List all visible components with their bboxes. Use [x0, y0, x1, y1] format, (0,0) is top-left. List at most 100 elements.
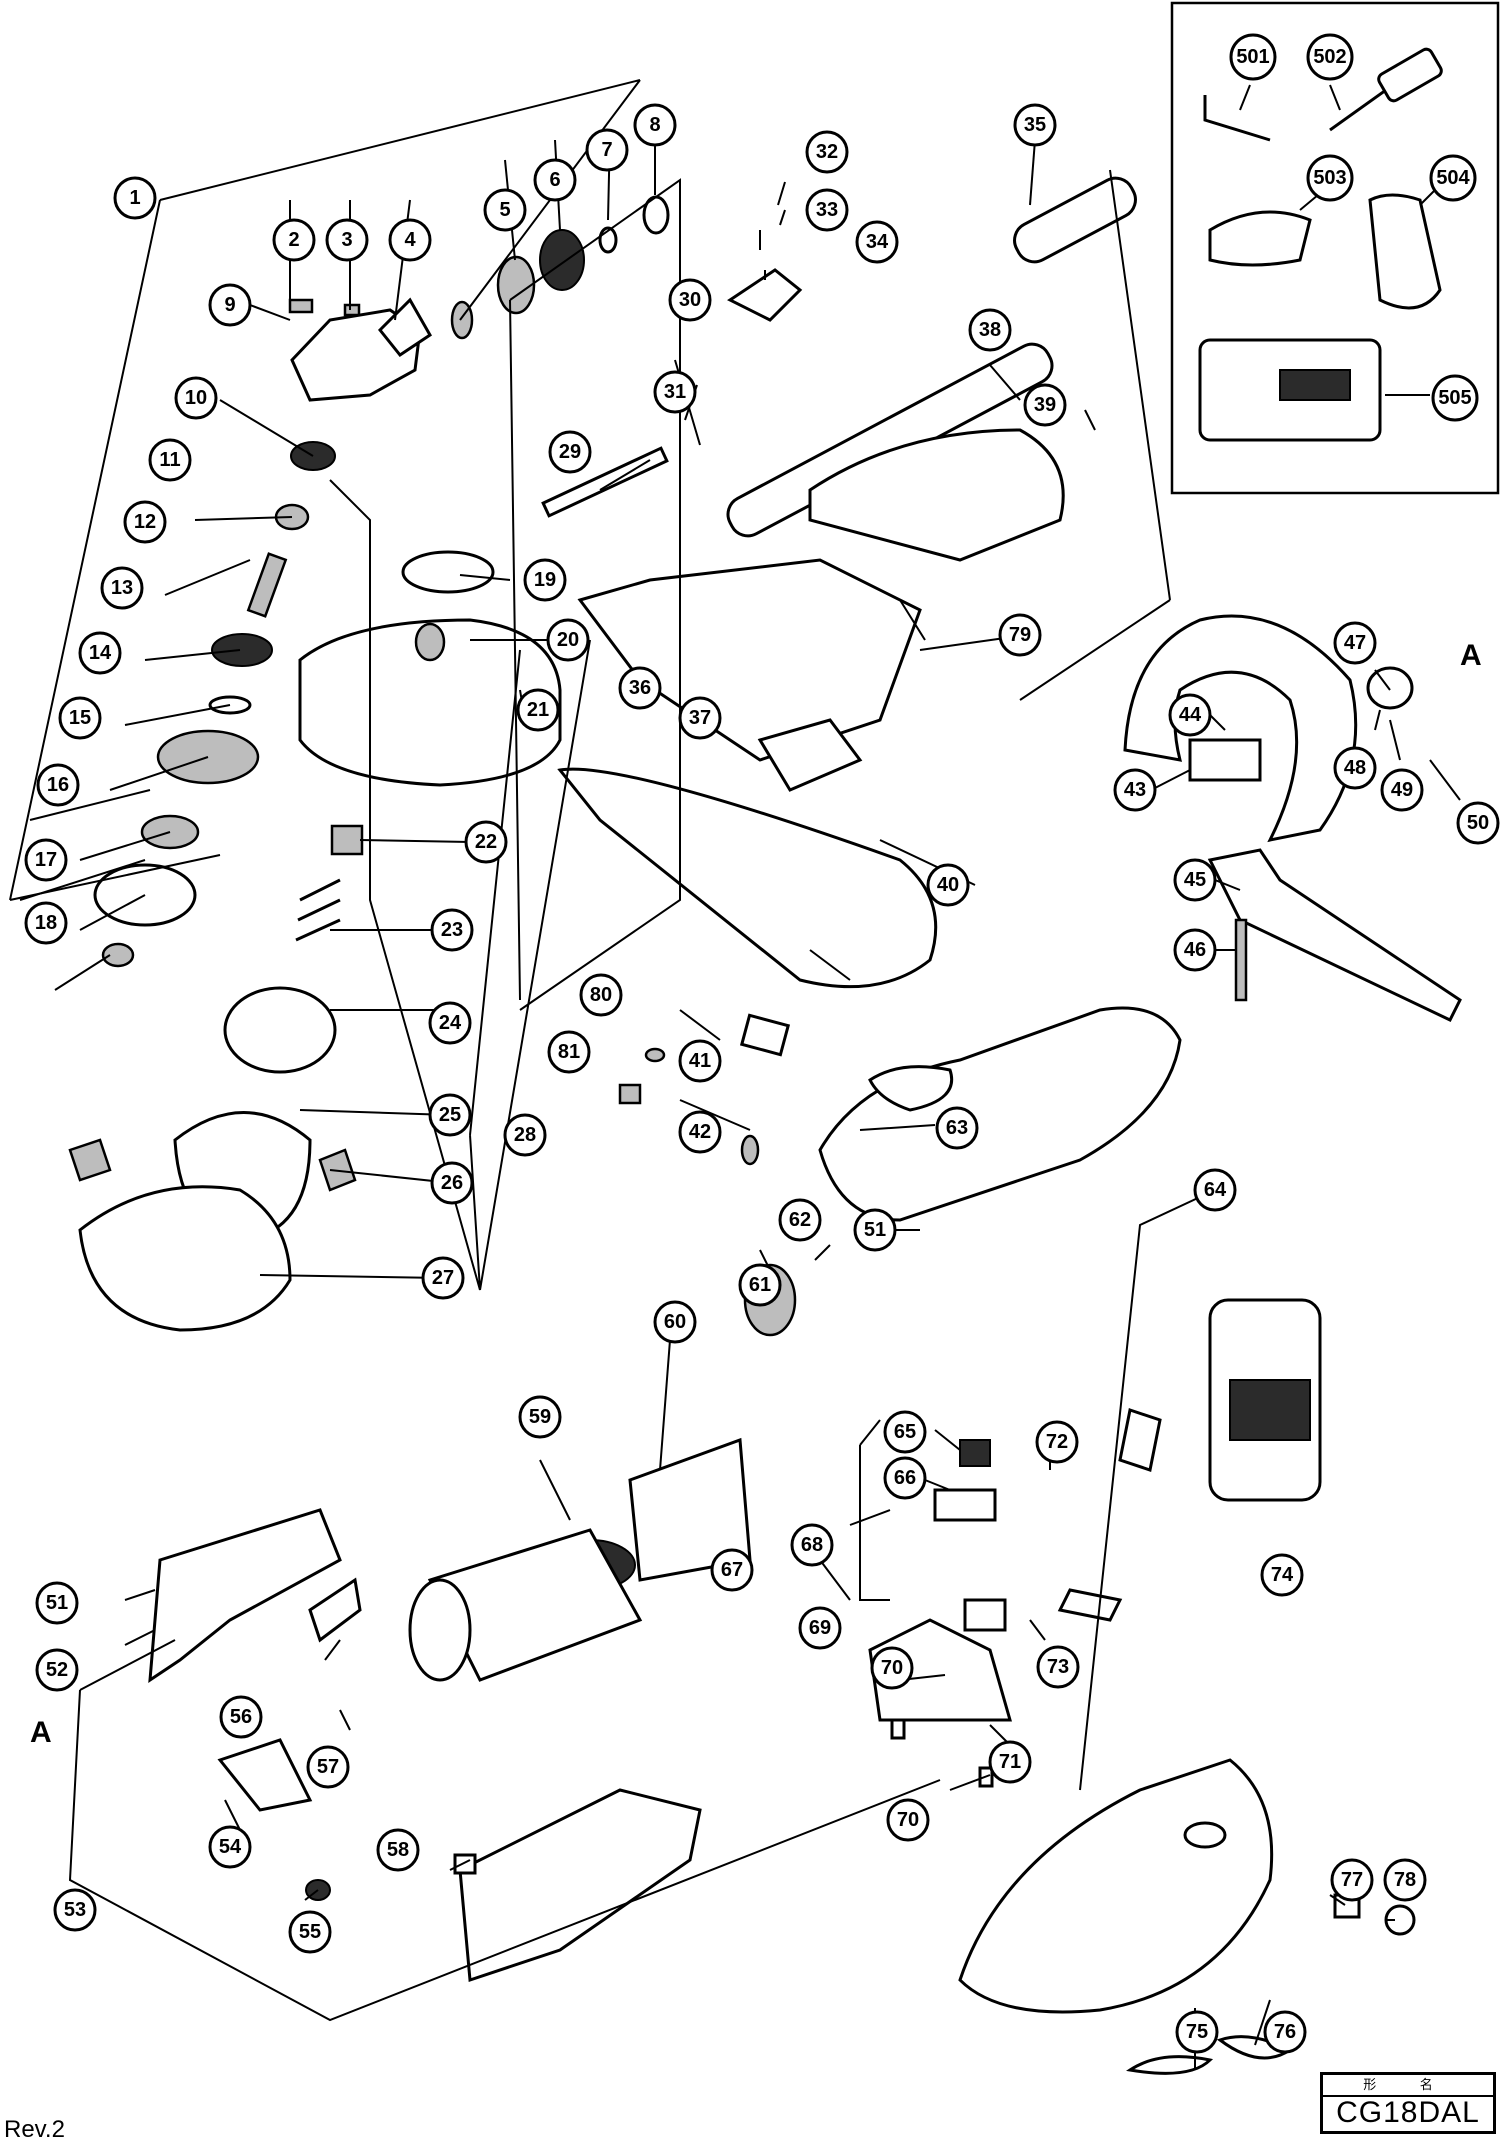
- callout-501: 501: [1229, 33, 1277, 81]
- svg-text:46: 46: [1184, 939, 1206, 961]
- callout-62: 62: [778, 1198, 822, 1242]
- svg-text:42: 42: [689, 1121, 711, 1143]
- callout-17: 17: [24, 838, 68, 882]
- svg-text:29: 29: [559, 441, 581, 463]
- callout-33: 33: [805, 188, 849, 232]
- svg-text:8: 8: [649, 114, 660, 136]
- callout-66: 66: [883, 1456, 927, 1500]
- callout-14: 14: [78, 631, 122, 675]
- callout-40: 40: [926, 863, 970, 907]
- svg-text:78: 78: [1394, 1869, 1416, 1891]
- svg-text:22: 22: [475, 831, 497, 853]
- callout-9: 9: [208, 283, 252, 327]
- callout-29: 29: [548, 430, 592, 474]
- svg-text:51: 51: [46, 1592, 68, 1614]
- callout-32: 32: [805, 130, 849, 174]
- svg-text:68: 68: [801, 1534, 823, 1556]
- callout-72: 72: [1035, 1420, 1079, 1464]
- svg-text:72: 72: [1046, 1431, 1068, 1453]
- svg-text:62: 62: [789, 1209, 811, 1231]
- svg-text:36: 36: [629, 677, 651, 699]
- callout-11: 11: [148, 438, 192, 482]
- callout-8: 8: [633, 103, 677, 147]
- callout-51-top: 51: [853, 1208, 897, 1252]
- callout-63: 63: [935, 1106, 979, 1150]
- svg-text:65: 65: [894, 1421, 916, 1443]
- svg-text:31: 31: [664, 381, 686, 403]
- callout-45: 45: [1173, 858, 1217, 902]
- callout-56: 56: [219, 1695, 263, 1739]
- callout-75: 75: [1175, 2010, 1219, 2054]
- svg-text:51: 51: [864, 1219, 886, 1241]
- callout-505: 505: [1431, 374, 1479, 422]
- svg-text:47: 47: [1344, 632, 1366, 654]
- svg-text:28: 28: [514, 1124, 536, 1146]
- callout-70-bottom: 70: [886, 1798, 930, 1842]
- model-title-header: 形 名: [1323, 2075, 1493, 2097]
- svg-text:63: 63: [946, 1117, 968, 1139]
- callout-34: 34: [855, 220, 899, 264]
- svg-text:32: 32: [816, 141, 838, 163]
- callout-1: 1: [113, 176, 157, 220]
- svg-text:40: 40: [937, 874, 959, 896]
- svg-text:6: 6: [549, 169, 560, 191]
- callout-79: 79: [998, 613, 1042, 657]
- svg-text:18: 18: [35, 912, 57, 934]
- svg-text:3: 3: [341, 229, 352, 251]
- svg-text:60: 60: [664, 1311, 686, 1333]
- callout-68: 68: [790, 1523, 834, 1567]
- callout-80: 80: [579, 973, 623, 1017]
- callout-81: 81: [547, 1030, 591, 1074]
- callout-73: 73: [1036, 1645, 1080, 1689]
- svg-text:17: 17: [35, 849, 57, 871]
- callout-2: 2: [272, 218, 316, 262]
- callout-58: 58: [376, 1828, 420, 1872]
- callout-13: 13: [100, 566, 144, 610]
- svg-text:10: 10: [185, 387, 207, 409]
- svg-text:74: 74: [1271, 1564, 1294, 1586]
- callout-78: 78: [1383, 1858, 1427, 1902]
- callout-65: 65: [883, 1410, 927, 1454]
- svg-text:79: 79: [1009, 624, 1031, 646]
- callout-46: 46: [1173, 928, 1217, 972]
- callout-36: 36: [618, 666, 662, 710]
- svg-text:15: 15: [69, 707, 91, 729]
- callout-47: 47: [1333, 621, 1377, 665]
- svg-text:53: 53: [64, 1899, 86, 1921]
- callout-50: 50: [1456, 801, 1500, 845]
- svg-text:52: 52: [46, 1659, 68, 1681]
- callout-44: 44: [1168, 693, 1212, 737]
- svg-text:4: 4: [404, 229, 416, 251]
- callout-59: 59: [518, 1395, 562, 1439]
- callout-16: 16: [36, 763, 80, 807]
- svg-text:66: 66: [894, 1467, 916, 1489]
- svg-text:16: 16: [47, 774, 69, 796]
- callout-19: 19: [523, 558, 567, 602]
- svg-text:24: 24: [439, 1012, 462, 1034]
- callout-53: 53: [53, 1888, 97, 1932]
- svg-text:504: 504: [1436, 167, 1470, 189]
- svg-text:14: 14: [89, 642, 112, 664]
- callout-bubbles: 1 2 3 4 5 6 7 8 9 10 11 12 13 14 15 16 1…: [24, 33, 1500, 2054]
- svg-text:59: 59: [529, 1406, 551, 1428]
- svg-text:1: 1: [129, 187, 140, 209]
- callout-5: 5: [483, 188, 527, 232]
- svg-text:9: 9: [224, 294, 235, 316]
- svg-text:56: 56: [230, 1706, 252, 1728]
- svg-text:55: 55: [299, 1921, 321, 1943]
- callout-21: 21: [516, 688, 560, 732]
- callout-28: 28: [503, 1113, 547, 1157]
- svg-text:11: 11: [159, 449, 180, 471]
- callout-27: 27: [421, 1256, 465, 1300]
- callout-12: 12: [123, 500, 167, 544]
- callout-39: 39: [1023, 383, 1067, 427]
- svg-text:41: 41: [689, 1050, 711, 1072]
- svg-text:70: 70: [897, 1809, 919, 1831]
- callout-10: 10: [174, 376, 218, 420]
- callout-54: 54: [208, 1825, 252, 1869]
- callout-60: 60: [653, 1300, 697, 1344]
- callout-69: 69: [798, 1606, 842, 1650]
- callout-18: 18: [24, 901, 68, 945]
- callout-49: 49: [1380, 768, 1424, 812]
